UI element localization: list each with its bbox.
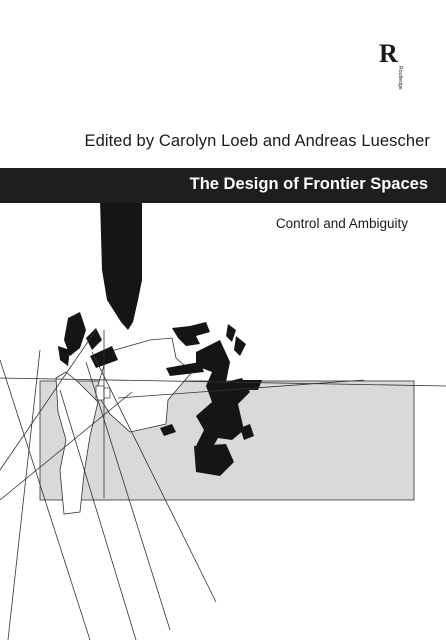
publisher-logo-word: Routledge [397, 66, 403, 90]
small-box-2 [103, 387, 111, 399]
cover-artwork [0, 200, 446, 640]
black-shape-figure-top [172, 322, 210, 346]
publisher-logo-letter: R [379, 40, 398, 68]
black-shape-left-1 [64, 312, 86, 356]
hanging-black-shape [100, 200, 142, 330]
black-shape-left-3 [86, 328, 102, 350]
black-shape-figure-arm [166, 362, 204, 376]
black-shape-figure-mark-4 [160, 424, 176, 436]
editors-credit: Edited by Carolyn Loeb and Andreas Luesc… [84, 132, 430, 150]
thin-lines [0, 329, 446, 640]
black-shape-figure-mark-2 [234, 336, 246, 356]
black-shape-figure-body [196, 340, 250, 452]
white-shape-left [55, 371, 99, 515]
publisher-logo: R Routledge [379, 40, 403, 90]
black-shape-figure-base [194, 444, 234, 476]
black-shape-figure-mark-1 [226, 324, 236, 342]
title-band: The Design of Frontier Spaces [0, 168, 446, 203]
black-shape-figure-mark-5 [240, 424, 254, 440]
book-title: The Design of Frontier Spaces [189, 175, 428, 193]
book-subtitle: Control and Ambiguity [275, 216, 408, 231]
black-shape-left-2 [58, 346, 70, 366]
